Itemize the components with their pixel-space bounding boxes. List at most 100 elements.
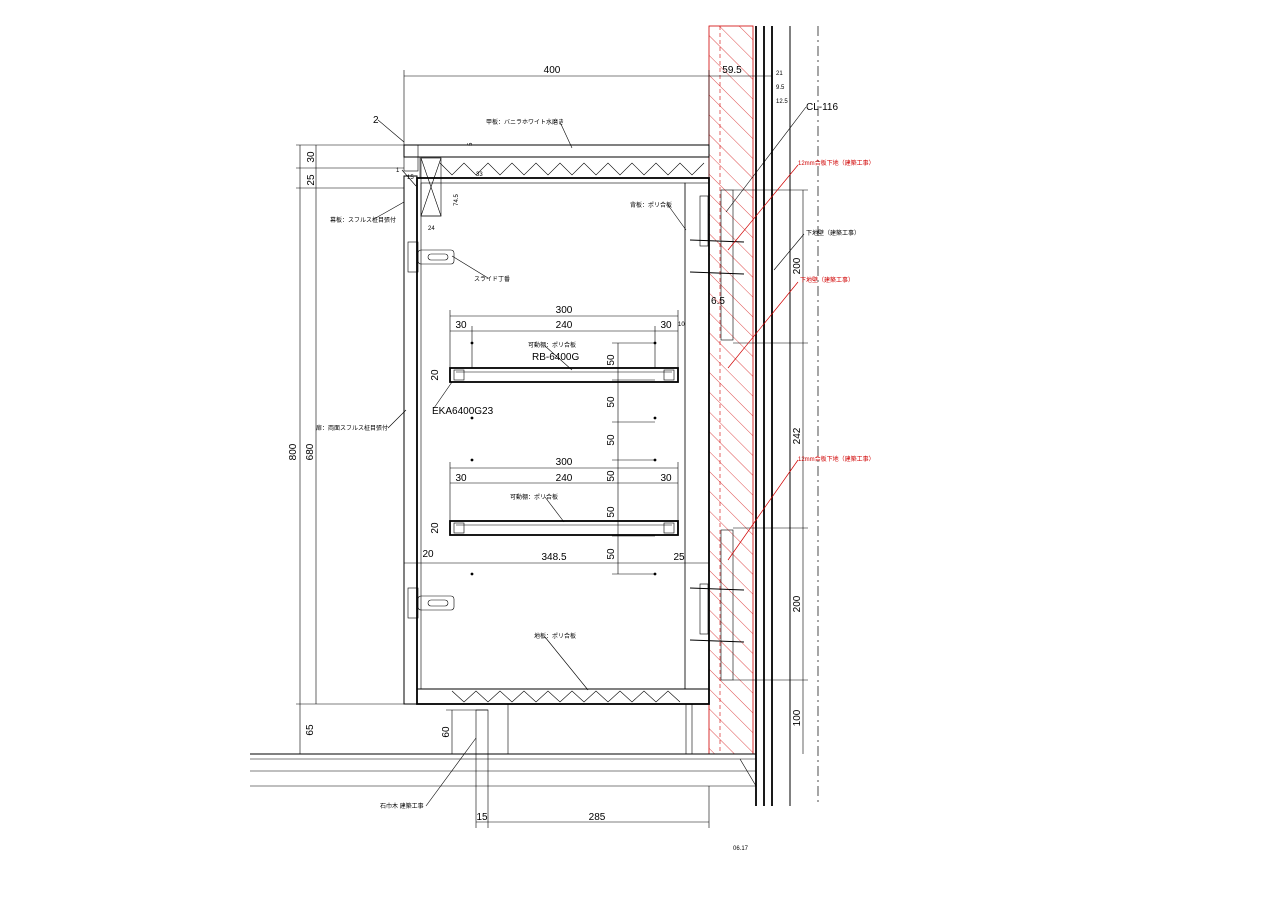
dim-shelf2-30r: 30: [660, 473, 672, 484]
dim-15: 15: [407, 175, 414, 181]
floor: [250, 753, 757, 787]
leader-lines: [373, 106, 807, 807]
dim-shelf1-10: 10: [678, 322, 685, 328]
leader-red-2: [727, 281, 799, 369]
dimension-labels: 400 59.5 21 9.5 12.5 30 25 800 680 65 60…: [288, 65, 803, 823]
dim-pitch-d: 50: [606, 470, 617, 482]
hole-r2: [653, 416, 657, 420]
bracket-bottom: [699, 583, 709, 635]
screw-4: [689, 639, 745, 643]
leader-wall: [773, 233, 805, 271]
dim-pitch-b: 50: [606, 396, 617, 408]
flush-panel-x: [420, 157, 442, 217]
sheet-code: 06.17: [733, 846, 749, 852]
dim-wall-242: 242: [792, 427, 803, 444]
note-top-board: 甲板：バニラホワイト水磨き: [486, 118, 564, 126]
leader-red-1: [727, 164, 799, 251]
leader-scale: [377, 119, 405, 143]
bracket-top: [699, 195, 709, 247]
hinge-top-slot: [427, 253, 449, 261]
note-shelf-part: RB-6400G: [532, 352, 579, 363]
dim-inner-348-5: 348.5: [541, 552, 566, 563]
dim-680: 680: [305, 443, 316, 460]
dim-wall-100: 100: [792, 709, 803, 726]
annotation-notes: 甲板：バニラホワイト水磨き 背板：ポリ合板 CL-116 12mm合板下地（建築…: [316, 102, 875, 852]
leader-scale-2: [401, 169, 417, 187]
shelf-lower-board: [449, 520, 679, 536]
note-door: 扉：両面スフルス柾目張付: [316, 424, 388, 432]
dim-30: 30: [306, 151, 317, 163]
shelf-pin-holes: [470, 341, 657, 576]
note-back-board: 背板：ポリ合板: [630, 201, 672, 209]
dim-wall-200-bot: 200: [792, 595, 803, 612]
dim-pitch-e: 50: [606, 506, 617, 518]
dim-400: 400: [544, 65, 561, 76]
leader-back-board: [667, 204, 687, 231]
screw-2: [689, 271, 745, 275]
leader-door: [387, 409, 407, 429]
note-cl: CL-116: [806, 102, 838, 113]
note-scale-1: 1: [396, 168, 400, 174]
hole-l4: [470, 572, 474, 576]
carcass-outline: [416, 177, 710, 705]
screw-3: [689, 587, 745, 591]
dim-25: 25: [306, 174, 317, 186]
leader-hinge: [451, 255, 489, 279]
shelf-upper: [449, 367, 679, 383]
dim-inner-20: 20: [422, 549, 434, 560]
leader-top-board: [559, 121, 573, 149]
dim-wall-200-top: 200: [792, 257, 803, 274]
dim-shelf1-240: 240: [556, 320, 573, 331]
dim-5: 5: [468, 142, 474, 146]
dim-base-15: 15: [476, 812, 488, 823]
leader-flush: [373, 201, 405, 220]
cabinet-body: [403, 175, 710, 755]
top-board-edge: [403, 144, 419, 172]
shelf-lower-pin-left: [453, 522, 465, 534]
note-red-1: 12mm合板下地（建築工事）: [798, 159, 875, 167]
note-red-3: 12mm合板下地（建築工事）: [798, 455, 875, 463]
note-slide-hinge: スライド丁番: [474, 276, 510, 283]
leader-pin: [433, 381, 453, 409]
slide-hinge-bottom: [407, 587, 455, 619]
leader-cl: [725, 106, 807, 213]
carcass-inner: [420, 182, 686, 690]
note-shelf2: 可動棚：ポリ合板: [510, 493, 558, 501]
dim-shelf1-20: 20: [430, 369, 441, 381]
dim-800: 800: [288, 443, 299, 460]
side-panel-right: [684, 182, 710, 690]
dim-shelf2-240: 240: [556, 473, 573, 484]
wall-screws: [689, 195, 745, 643]
shelf-upper-pin-left: [453, 369, 465, 381]
note-wall: 下地壁（建築工事）: [806, 229, 860, 237]
hinge-top-arm: [417, 249, 455, 265]
wall-section: [708, 25, 819, 806]
leader-bottom: [544, 636, 589, 691]
dim-33: 33: [476, 172, 483, 178]
wall-hatch: [708, 25, 754, 755]
note-plinth: 石巾木 建築工事: [380, 802, 424, 810]
dim-shelf1-300: 300: [556, 305, 573, 316]
backing-plate-bottom: [720, 529, 734, 681]
dim-9-5: 9.5: [776, 85, 785, 91]
floor-step: [739, 758, 757, 787]
dim-shelf1-30l: 30: [455, 320, 467, 331]
dim-pitch-c: 50: [606, 434, 617, 446]
note-flush-panel: 幕板：スフルス柾目張付: [330, 216, 396, 224]
shelf-lower-pin-right: [663, 522, 675, 534]
note-shelf-pin: EKA6400G23: [432, 406, 494, 417]
dim-60: 60: [441, 726, 452, 738]
dim-74-5: 74.5: [454, 194, 460, 206]
leader-plinth: [425, 737, 477, 807]
shelf-upper-board: [449, 367, 679, 383]
dim-shelf2-30l: 30: [455, 473, 467, 484]
bottom-truss: [451, 690, 681, 703]
hinge-bottom-arm: [417, 595, 455, 611]
dim-shelf1-30r: 30: [660, 320, 672, 331]
plinth-front: [475, 709, 489, 755]
slide-hinge-top: [407, 241, 455, 273]
dim-base-285: 285: [589, 812, 606, 823]
leader-shelf2: [544, 496, 565, 523]
hinge-bottom-slot: [427, 599, 449, 607]
